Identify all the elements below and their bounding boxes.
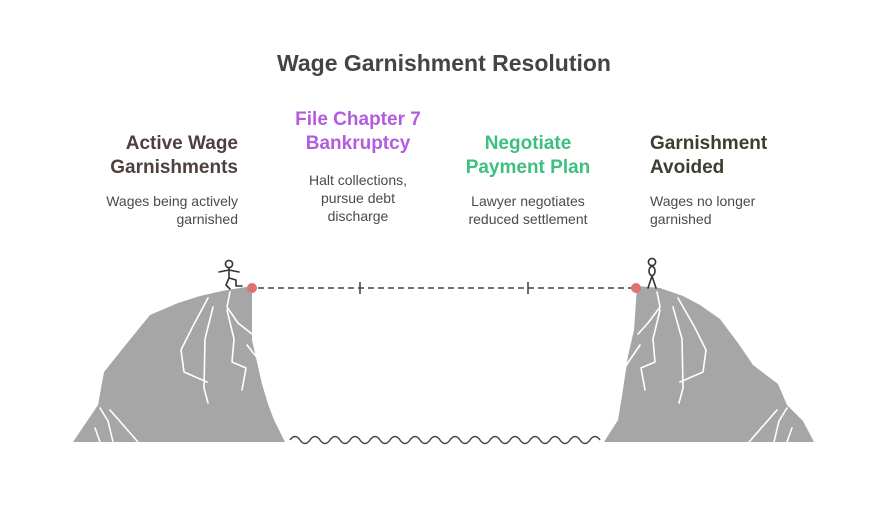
person-standing-icon bbox=[647, 257, 657, 289]
stage-1-desc-line-1: Wages being actively bbox=[106, 193, 238, 209]
stage-2-desc-line-3: discharge bbox=[327, 208, 389, 224]
diagram-title: Wage Garnishment Resolution bbox=[277, 50, 611, 76]
start-endpoint bbox=[247, 283, 257, 293]
stage-3-title-line-2: Payment Plan bbox=[465, 157, 591, 178]
water-waves bbox=[289, 435, 601, 445]
stage-2-title-line-1: File Chapter 7 bbox=[295, 109, 421, 130]
stage-3-desc-line-1: Lawyer negotiates bbox=[471, 193, 585, 209]
stage-4-desc-line-2: garnished bbox=[650, 211, 712, 227]
right-cliff-cracks bbox=[616, 291, 793, 443]
left-cliff-body bbox=[73, 286, 285, 442]
stage-4-title: Garnishment Avoided bbox=[650, 132, 820, 180]
stage-1-description: Wages being actively garnished bbox=[80, 192, 238, 228]
person-stepping-icon bbox=[218, 259, 243, 290]
stage-2-title: File Chapter 7 Bankruptcy bbox=[278, 108, 438, 156]
stage-1-title: Active Wage Garnishments bbox=[80, 132, 238, 180]
stage-2-desc-line-1: Halt collections, bbox=[308, 172, 408, 188]
stage-1-title-line-1: Active Wage bbox=[125, 133, 238, 154]
stage-2-desc-line-2: pursue debt bbox=[321, 190, 395, 206]
stage-4-desc-line-1: Wages no longer bbox=[650, 193, 756, 209]
left-cliff bbox=[73, 286, 285, 443]
stage-2-title-line-2: Bankruptcy bbox=[305, 133, 411, 154]
stage-4-description: Wages no longer garnished bbox=[650, 192, 820, 228]
stage-3-title: Negotiate Payment Plan bbox=[443, 132, 613, 180]
stage-4-title-line-1: Garnishment bbox=[650, 133, 768, 154]
stage-1-title-line-2: Garnishments bbox=[110, 157, 238, 178]
left-cliff-cracks bbox=[94, 291, 273, 443]
stage-4-title-line-2: Avoided bbox=[650, 157, 725, 178]
end-endpoint bbox=[631, 283, 641, 293]
right-cliff bbox=[604, 286, 814, 443]
stage-3-desc-line-2: reduced settlement bbox=[468, 211, 588, 227]
right-cliff-body bbox=[604, 286, 814, 442]
stage-3-title-line-1: Negotiate bbox=[484, 133, 572, 154]
stage-2-description: Halt collections, pursue debt discharge bbox=[278, 171, 438, 225]
stage-1-desc-line-2: garnished bbox=[176, 211, 239, 227]
stage-3-description: Lawyer negotiates reduced settlement bbox=[443, 192, 613, 228]
